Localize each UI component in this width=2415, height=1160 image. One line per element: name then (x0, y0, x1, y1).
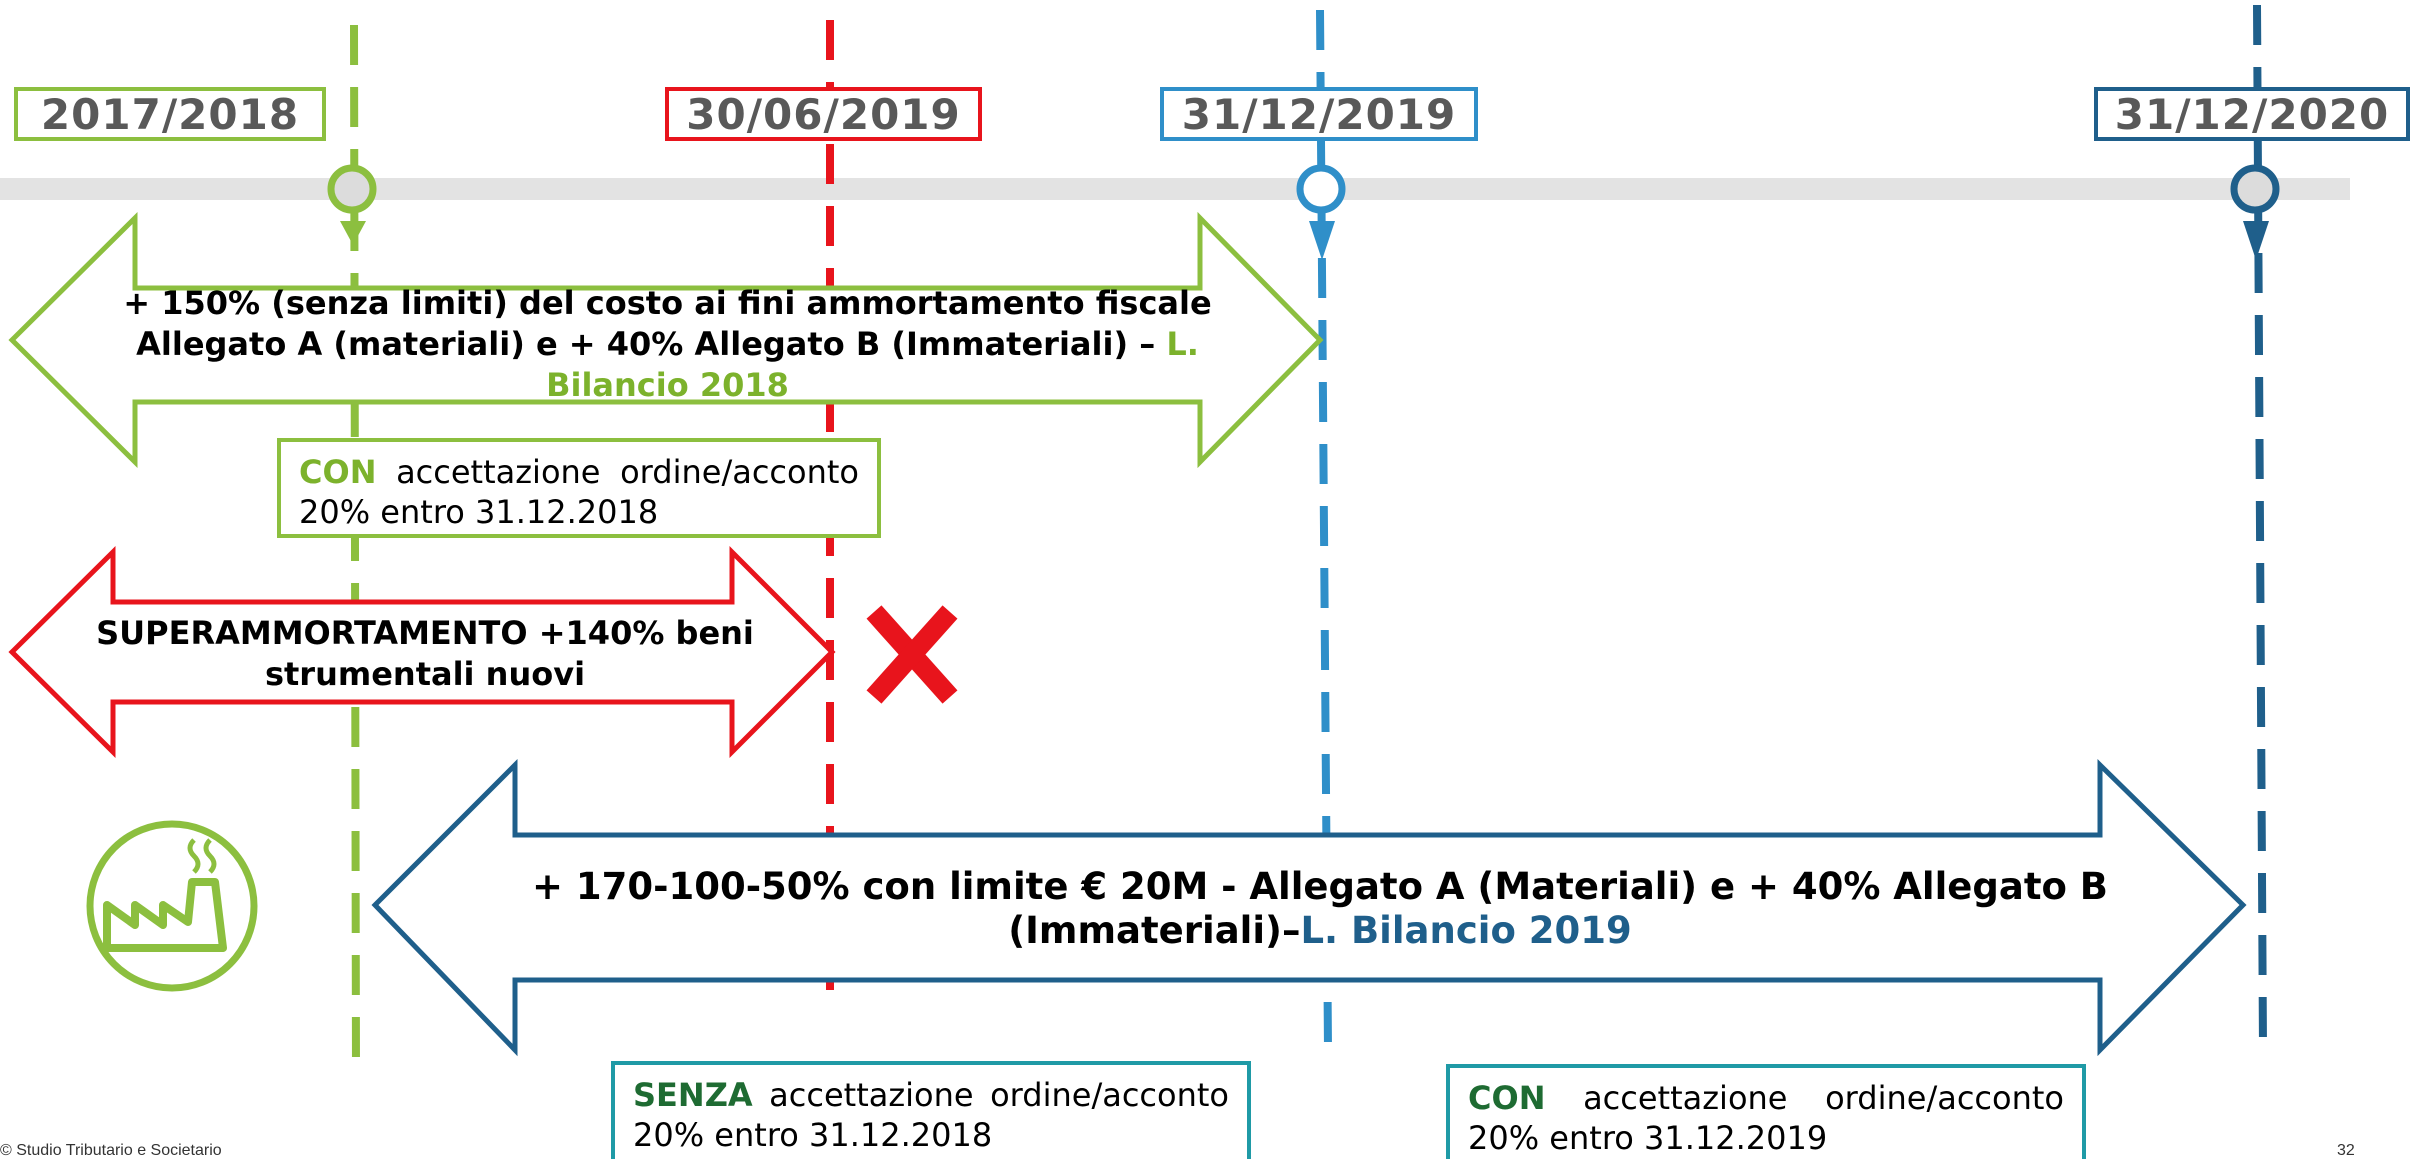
marker-2019-arrowhead (1309, 221, 1335, 260)
date-box-31-12-2019: 31/12/2019 (1160, 87, 1478, 141)
timeline-line-31-12-2020 (2253, 4, 2267, 1051)
note-con-2018: CON accettazione ordine/acconto 20% entr… (277, 438, 881, 538)
note-senza-2018-keyword: SENZA (633, 1076, 753, 1114)
arrow-blue-shape (371, 758, 2247, 1057)
arrow-red-text: SUPERAMMORTAMENTO +140% beni strumentali… (70, 613, 780, 695)
timeline-line-31-12-2019 (1316, 9, 1332, 1051)
date-label-30-06-2019: 30/06/2019 (686, 89, 961, 139)
arrow-red-label: SUPERAMMORTAMENTO +140% beni strumentali… (96, 614, 754, 693)
note-con-2019-keyword: CON (1468, 1079, 1546, 1117)
date-label-31-12-2019: 31/12/2019 (1181, 89, 1457, 139)
note-senza-2018: SENZA accettazione ordine/acconto 20% en… (611, 1061, 1251, 1159)
note-con-2019-text: accettazione ordine/acconto 20% entro 31… (1468, 1079, 2064, 1157)
footer-copyright: © Studio Tributario e Societario (0, 1142, 222, 1159)
date-box-31-12-2020: 31/12/2020 (2094, 87, 2410, 141)
marker-2020-arrowhead (2243, 221, 2269, 260)
arrow-blue-main: + 170-100-50% con limite € 20M - Allegat… (531, 865, 2109, 952)
marker-31-12-2020 (2230, 164, 2280, 214)
marker-2017-arrowhead (340, 221, 366, 245)
arrow-green-shape (8, 211, 1324, 469)
arrow-blue-highlight: L. Bilancio 2019 (1300, 909, 1632, 952)
date-label-31-12-2020: 31/12/2020 (2114, 89, 2390, 139)
marker-2017 (327, 164, 377, 214)
factory-icon (86, 820, 258, 992)
arrow-green-highlight: L. Bilancio 2018 (546, 325, 1199, 404)
arrow-blue-text: + 170-100-50% con limite € 20M - Allegat… (470, 865, 2170, 953)
note-senza-2018-text: accettazione ordine/acconto 20% entro 31… (633, 1076, 1229, 1154)
footer-page-number: 32 (2337, 1142, 2355, 1159)
cross-icon (866, 605, 958, 704)
marker-31-12-2019 (1296, 164, 1346, 214)
arrow-green-text: + 150% (senza limiti) del costo ai fini … (110, 283, 1225, 406)
timeline-line-2017 (350, 24, 360, 1076)
arrow-green-main: + 150% (senza limiti) del costo ai fini … (123, 284, 1212, 363)
date-box-2017-2018: 2017/2018 (14, 87, 326, 141)
date-label-2017-2018: 2017/2018 (40, 89, 300, 139)
arrow-red-shape (8, 545, 836, 759)
note-con-2019: CON accettazione ordine/acconto 20% entr… (1446, 1064, 2086, 1159)
date-box-30-06-2019: 30/06/2019 (665, 87, 982, 141)
note-con-2018-text: accettazione ordine/acconto 20% entro 31… (299, 453, 859, 531)
timeline-bar (0, 178, 2350, 200)
note-con-2018-keyword: CON (299, 453, 377, 491)
